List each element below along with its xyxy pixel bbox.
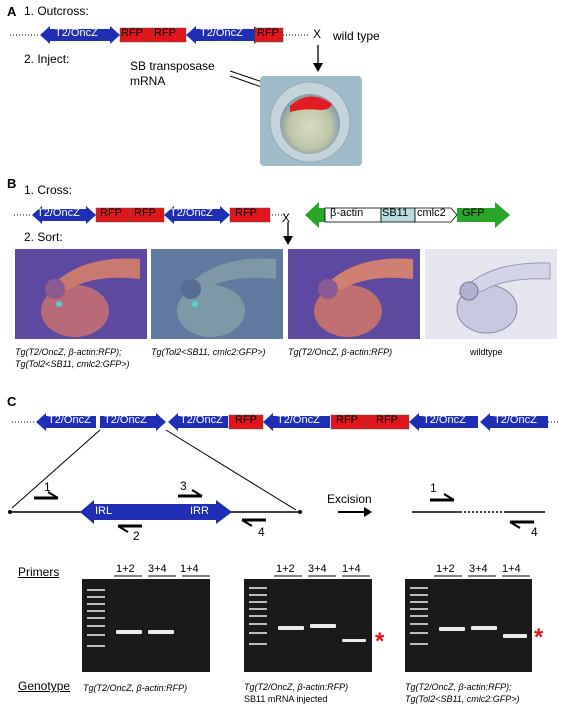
wild-type-label: wild type: [333, 29, 380, 43]
construct-c-label-2: T2/OncZ: [104, 414, 147, 426]
construct-a-label-5: RFP: [257, 27, 279, 39]
gel1-lane-lines: [114, 575, 210, 577]
transposon-arrow-a1: [40, 26, 120, 44]
gel-2: [244, 579, 372, 672]
gel-3: [405, 579, 532, 672]
construct-c-label-1: T2/OncZ: [48, 414, 91, 426]
construct-a-label-2: RFP: [121, 27, 143, 39]
gel2-excision-star: *: [375, 628, 385, 655]
construct-b-label-4: T2/OncZ: [170, 207, 213, 219]
gel1-lane-label-1: 1+2: [116, 563, 135, 575]
panel-a-letter: A: [7, 4, 17, 19]
gel2-band-lane3: [342, 639, 366, 642]
gel3-band-lane2: [471, 626, 497, 630]
construct-c-label-8: T2/OncZ: [423, 414, 466, 426]
embryo-photo-sb11: [151, 249, 283, 339]
panel-a-construct: [10, 26, 310, 44]
gel1-lane-label-2: 3+4: [148, 563, 167, 575]
gel2-lane-label-1: 1+2: [276, 563, 295, 575]
panel-a-step1: 1. Outcross:: [24, 4, 89, 18]
genotype-2-line1: Tg(T2/OncZ, β-actin:RFP): [244, 682, 349, 692]
construct-c-label-4: RFP: [235, 414, 257, 426]
embryo-photo-double-transgenic: [15, 249, 147, 339]
construct-b-label-2: RFP: [100, 207, 122, 219]
transgene-label-actin: β-actin: [330, 207, 364, 219]
transgene-label-gfp: GFP: [462, 207, 485, 219]
construct-a-label-1: T2/OncZ: [55, 27, 98, 39]
transposon-detail: [8, 429, 545, 533]
gel3-excision-star: *: [534, 624, 544, 651]
down-arrow-b: [283, 222, 293, 245]
gel2-band-lane1: [278, 626, 304, 630]
construct-b-label-1: T2/OncZ: [37, 207, 80, 219]
injection-label-line2: mRNA: [130, 74, 166, 88]
cross-symbol-b: X: [282, 211, 291, 225]
panel-a-step2: 2. Inject:: [24, 52, 70, 66]
panel-b-step1: 1. Cross:: [24, 183, 73, 197]
gel2-band-lane2: [310, 624, 336, 628]
photo-caption-4: wildtype: [470, 347, 503, 357]
transgene-label-cmlc2: cmlc2: [417, 207, 446, 219]
irr-label: IRR: [190, 505, 209, 517]
construct-c-label-3: T2/OncZ: [180, 414, 223, 426]
primer-2-label: 2: [133, 529, 140, 543]
excision-label: Excision: [327, 492, 372, 506]
transgene-construct: [305, 202, 510, 228]
panel-b-construct: [14, 206, 290, 224]
construct-c-label-7: RFP: [376, 414, 398, 426]
down-arrow-a: [313, 45, 323, 72]
genotype-2-line2: SB11 mRNA injected: [244, 694, 328, 704]
genotype-1: Tg(T2/OncZ, β-actin:RFP): [83, 683, 188, 693]
genotype-label: Genotype: [18, 679, 71, 693]
photo-caption-1a: Tg(T2/OncZ, β-actin:RFP);: [15, 347, 122, 357]
embryo-photo-wildtype: [425, 249, 557, 339]
primer-4-label: 4: [258, 525, 265, 539]
photo-caption-3: Tg(T2/OncZ, β-actin:RFP): [288, 347, 393, 357]
transgene-label-sb11: SB11: [382, 207, 409, 219]
gel2-lane-lines: [274, 575, 370, 577]
primer-1-label: 1: [44, 480, 51, 494]
injection-label-line1: SB transposase: [130, 59, 215, 73]
construct-b-label-3: RFP: [134, 207, 156, 219]
gel2-lane-label-2: 3+4: [308, 563, 327, 575]
gel3-lane-label-1: 1+2: [436, 563, 455, 575]
genotype-3-line2: Tg(Tol2<SB11, cmlc2:GFP>): [405, 694, 520, 704]
primers-label: Primers: [18, 565, 60, 579]
panel-c-construct: [12, 413, 560, 431]
construct-c-label-9: T2/OncZ: [494, 414, 537, 426]
irl-label: IRL: [95, 505, 113, 517]
photo-caption-2: Tg(Tol2<SB11, cmlc2:GFP>): [151, 347, 266, 357]
panel-b-step2: 2. Sort:: [24, 230, 63, 244]
construct-c-label-5: T2/OncZ: [277, 414, 320, 426]
excised-primer-4-label: 4: [531, 525, 538, 539]
construct-c-label-6: RFP: [336, 414, 358, 426]
panel-c-letter: C: [7, 394, 17, 409]
genotype-3-line1: Tg(T2/OncZ, β-actin:RFP);: [405, 682, 512, 692]
construct-a-label-3: RFP: [154, 27, 176, 39]
gel3-lane-label-3: 1+4: [502, 563, 521, 575]
construct-b-label-5: RFP: [235, 207, 257, 219]
gel3-band-lane3: [503, 634, 527, 638]
gel3-lane-label-2: 3+4: [469, 563, 488, 575]
primer-3-label: 3: [180, 479, 187, 493]
gel1-band-lane2: [148, 630, 174, 634]
transposon-arrow-a2: [186, 26, 264, 44]
panel-b-letter: B: [7, 176, 17, 191]
gel1-lane-label-3: 1+4: [180, 563, 199, 575]
gel3-lane-lines: [434, 575, 530, 577]
gel-1: [82, 579, 210, 672]
injected-embryo-image: [260, 76, 362, 166]
embryo-photo-rfp: [288, 249, 420, 339]
construct-a-label-4: T2/OncZ: [200, 27, 243, 39]
gel3-band-lane1: [439, 627, 465, 631]
cross-symbol-a: X: [313, 27, 322, 41]
gel1-band-lane1: [116, 630, 142, 634]
photo-caption-1b: Tg(Tol2<SB11, cmlc2:GFP>): [15, 359, 130, 369]
excised-primer-1-label: 1: [430, 481, 437, 495]
gel2-lane-label-3: 1+4: [342, 563, 361, 575]
